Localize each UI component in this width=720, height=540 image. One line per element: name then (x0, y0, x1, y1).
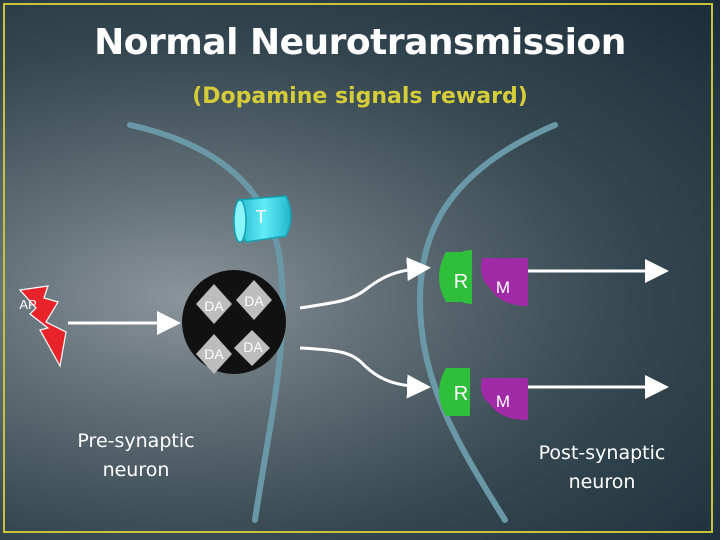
receptor-lower (439, 368, 470, 416)
vesicle (182, 270, 286, 374)
action-potential-icon (18, 285, 67, 368)
postsynaptic-membrane (416, 122, 558, 523)
release-arrow-upper (299, 257, 431, 310)
action-potential-label: AP (19, 297, 36, 312)
dopamine-label-1: DA (204, 298, 224, 314)
release-arrow-lower (299, 346, 431, 399)
messenger-upper (481, 258, 528, 306)
dopamine-label-3: DA (204, 346, 224, 362)
messenger-lower (481, 378, 528, 420)
receptor-upper-body (439, 252, 470, 302)
transporter-label: T (256, 207, 267, 227)
presynaptic-label: Pre-synaptic neuron (77, 430, 195, 481)
postsynaptic-label: Post-synaptic neuron (538, 442, 666, 493)
presynaptic-membrane (127, 122, 286, 523)
transporter-icon (233, 195, 292, 243)
page-subtitle: (Dopamine signals reward) (192, 84, 528, 109)
slide-frame (3, 3, 713, 533)
page-title: Normal Neurotransmission (94, 22, 626, 63)
receptor-upper-label: R (454, 271, 468, 293)
messenger-upper-label: M (496, 278, 510, 297)
dopamine-molecules (196, 280, 272, 374)
dopamine-label-2: DA (244, 293, 264, 309)
dopamine-label-4: DA (243, 339, 263, 355)
messenger-lower-label: M (496, 392, 510, 411)
receptor-lower-label: R (454, 383, 468, 405)
